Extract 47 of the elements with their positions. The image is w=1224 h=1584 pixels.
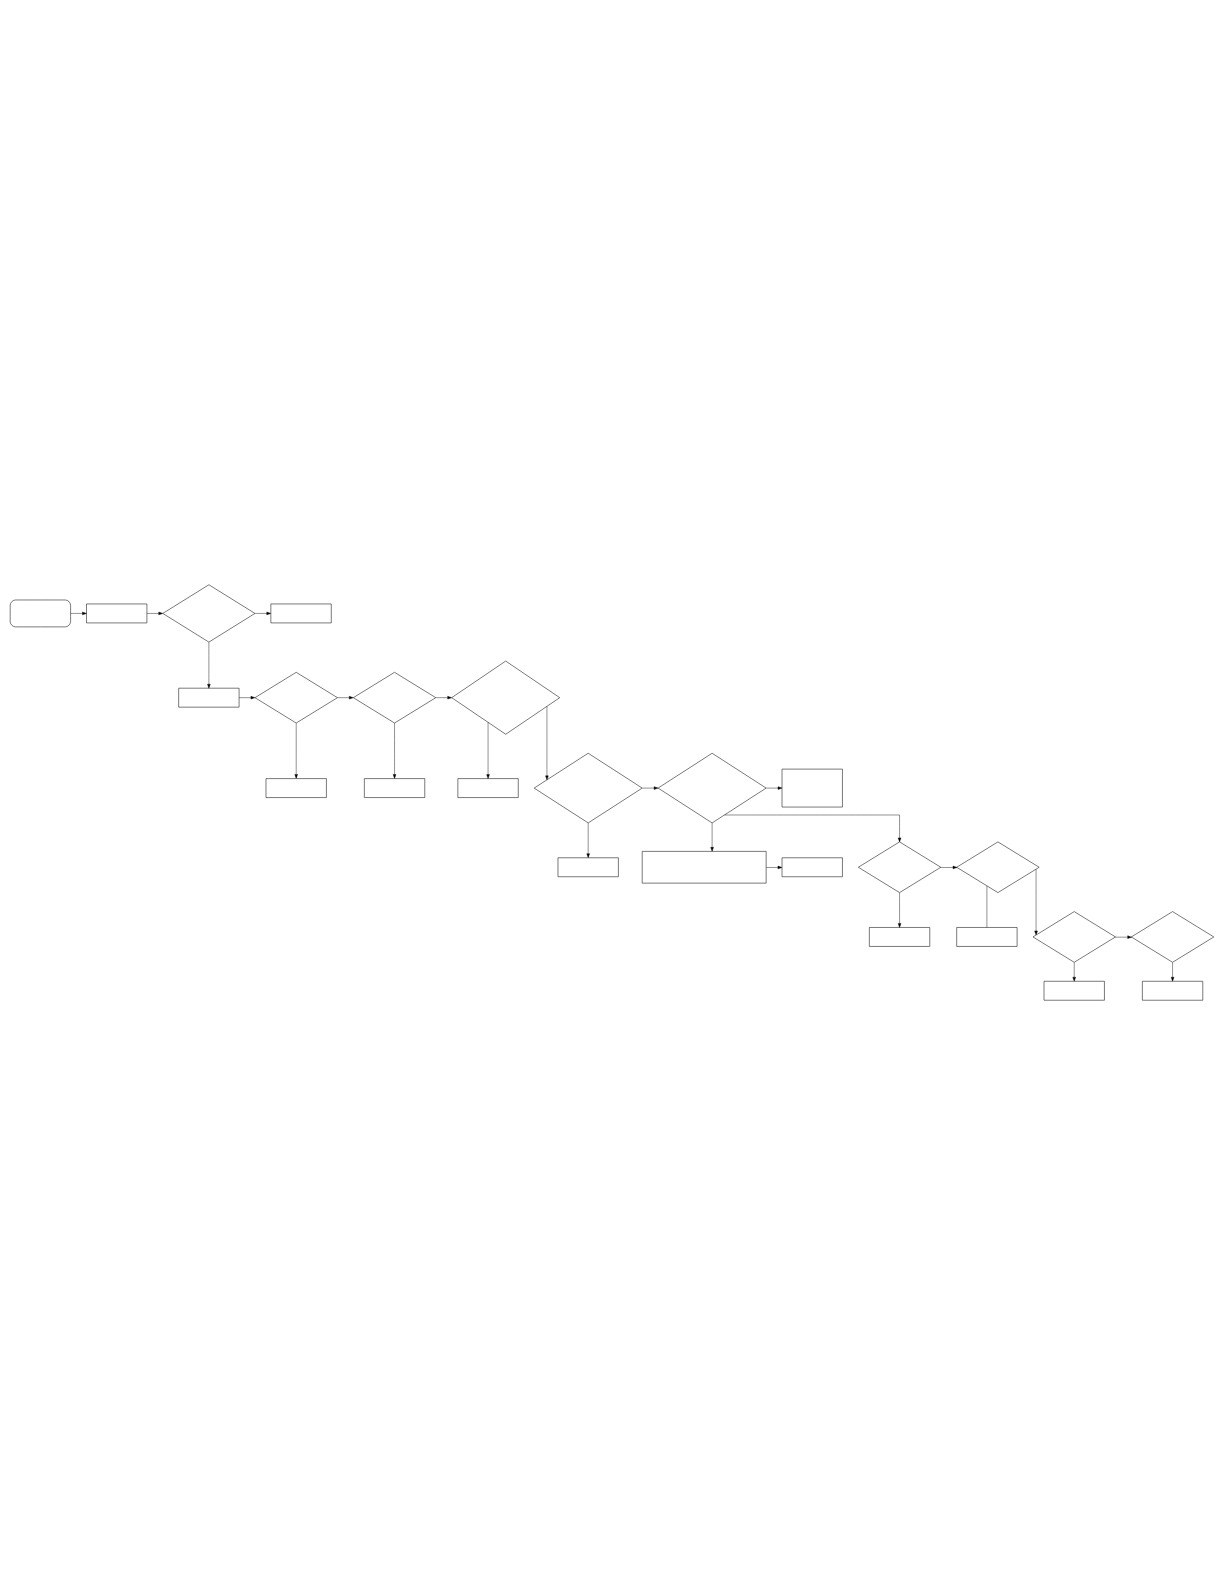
arrow <box>146 611 163 615</box>
arrow <box>586 822 590 858</box>
node-box <box>869 926 931 947</box>
arrow <box>642 786 659 790</box>
node-box <box>781 857 843 877</box>
arrow <box>435 695 452 699</box>
node-box <box>1043 980 1105 1000</box>
arrow <box>238 695 256 699</box>
arrow <box>1072 961 1076 981</box>
node-diamond <box>956 841 1040 893</box>
node-diamond <box>162 584 256 642</box>
node-box <box>457 777 519 798</box>
node-oval <box>9 599 71 627</box>
arrow <box>70 611 87 615</box>
node-diamond <box>1131 910 1215 963</box>
arrow <box>766 865 783 869</box>
node-diamond <box>657 752 767 823</box>
arrow <box>897 892 902 928</box>
node-box <box>641 850 767 883</box>
arrow <box>294 722 298 779</box>
arrow <box>254 611 271 615</box>
node-box <box>557 857 619 877</box>
arrow <box>337 695 354 699</box>
node-box <box>781 768 843 807</box>
node-box <box>86 603 148 623</box>
arrow <box>486 721 490 779</box>
arrow <box>1034 868 1038 935</box>
node-diamond <box>858 841 942 893</box>
node-diamond <box>533 752 643 823</box>
arrow <box>545 705 549 780</box>
node-box <box>1142 980 1204 1000</box>
node-box <box>956 926 1018 947</box>
arrow <box>207 641 211 688</box>
arrow <box>766 786 783 790</box>
arrow <box>710 822 714 851</box>
node-diamond <box>353 671 437 723</box>
node-box <box>265 777 327 798</box>
node-box <box>364 777 426 798</box>
arrow <box>724 814 902 842</box>
node-diamond <box>254 671 338 723</box>
arrow <box>1170 961 1175 981</box>
node-diamond <box>451 660 560 735</box>
node-box <box>270 603 332 623</box>
arrow <box>940 865 958 869</box>
arrow <box>392 722 397 779</box>
node-box <box>178 687 240 707</box>
arrow <box>1115 935 1132 939</box>
